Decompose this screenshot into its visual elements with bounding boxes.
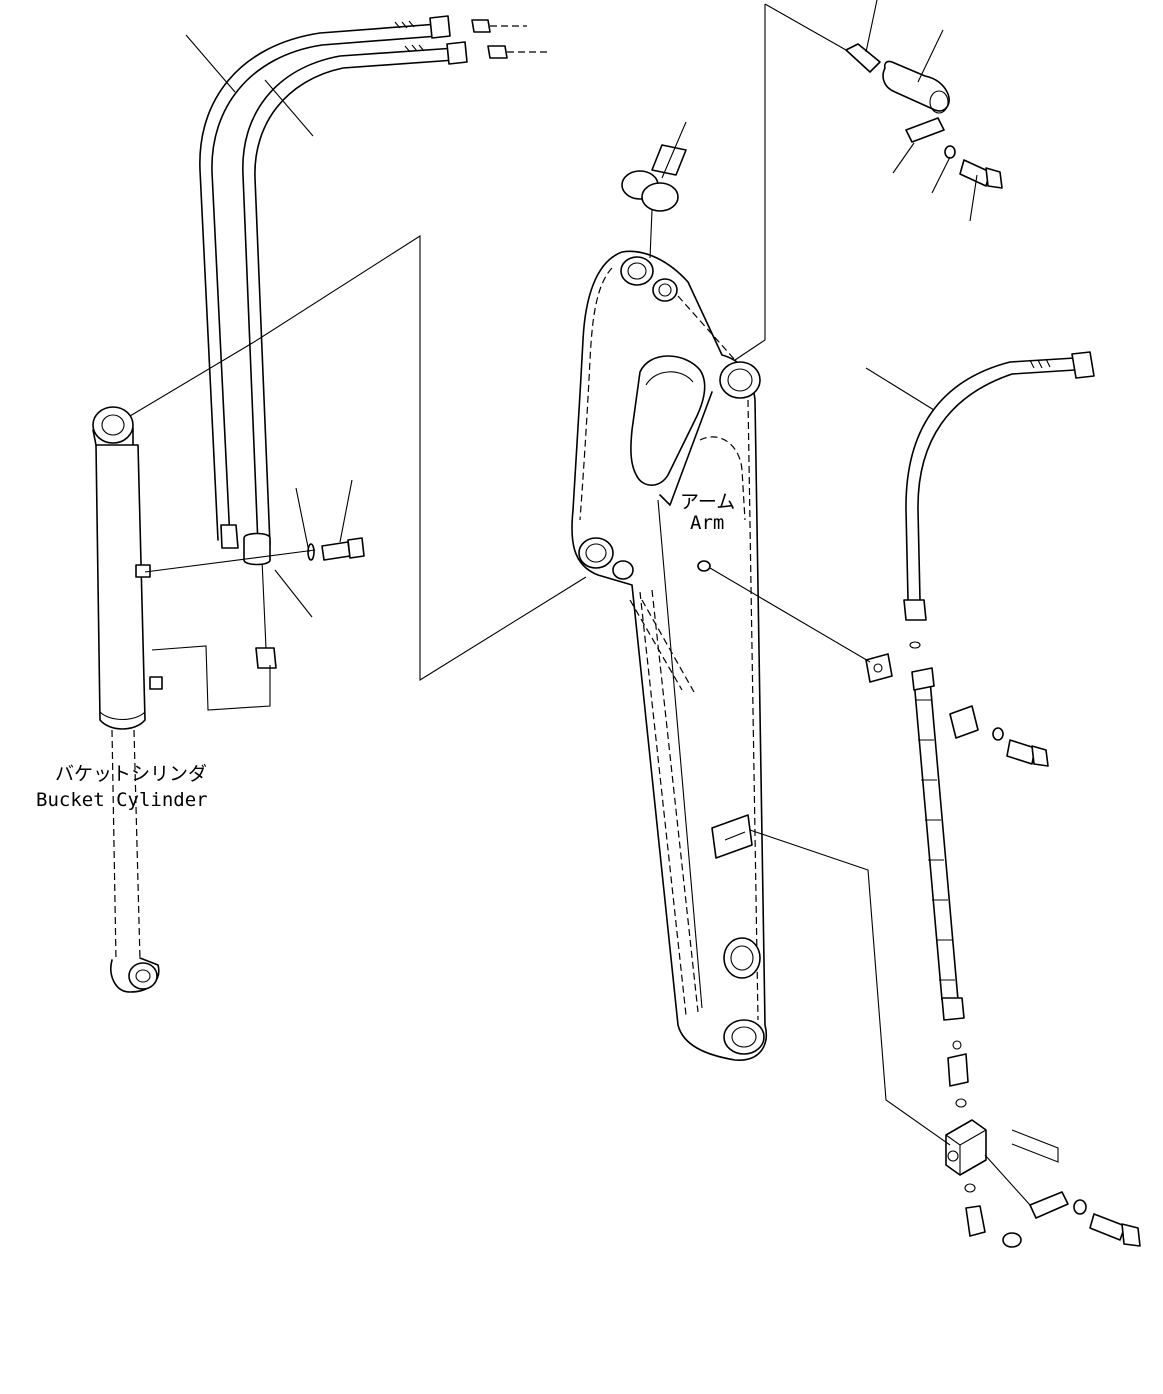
- upper-right-parts: [622, 44, 1002, 211]
- bolt: [960, 160, 990, 186]
- washer: [945, 146, 955, 158]
- hose-end-bottom: [904, 600, 926, 620]
- grease-nipple: [846, 44, 880, 72]
- cylinder-top-eye: [93, 407, 133, 443]
- arm-top-boss: [621, 257, 653, 285]
- arm-upper-boss: [720, 362, 760, 398]
- clamp-bolt: [322, 542, 350, 560]
- lower-bolt: [1090, 1214, 1125, 1240]
- hose-end-top: [1072, 352, 1094, 378]
- elbow-fitting: [948, 1054, 968, 1086]
- lower-plate: [1030, 1192, 1068, 1218]
- pin: [883, 61, 949, 110]
- fitting-lower: [488, 46, 507, 58]
- pipe-clamp-a: [866, 654, 892, 682]
- clamp-bolt-right: [1007, 740, 1035, 764]
- lock-plate: [906, 118, 944, 142]
- arm-cylinder-boss: [579, 538, 613, 568]
- arm-label-jp: アーム: [680, 491, 735, 513]
- lower-elbow: [966, 1206, 985, 1236]
- clamp-washer: [308, 544, 314, 560]
- fitting-upper: [472, 20, 490, 32]
- arm-middle-boss: [724, 938, 760, 978]
- hose-fitting-top-b: [447, 42, 467, 64]
- shim-b: [642, 183, 678, 211]
- bucket-cylinder: バケットシリンダ Bucket Cylinder: [36, 407, 208, 992]
- pipe-fitting-bottom: [942, 998, 964, 1020]
- leader-lines: [130, 0, 1030, 1205]
- pipe-clamp-b: [950, 706, 978, 738]
- cylinder-bottom-eye: [129, 963, 157, 989]
- hose-fitting-top-a: [430, 16, 450, 38]
- cap: [1003, 1233, 1021, 1247]
- arm-bottom-boss: [724, 1020, 764, 1054]
- hose-clamp: [244, 534, 270, 565]
- bucket-hoses: [200, 16, 547, 668]
- bucket-cylinder-label-jp: バケットシリンダ: [55, 763, 207, 785]
- distribution-block: [946, 1120, 986, 1175]
- pipe-fitting-top: [912, 668, 934, 690]
- arm: アーム Arm: [572, 251, 766, 1060]
- bucket-cylinder-label-en: Bucket Cylinder: [36, 789, 208, 811]
- right-hose-assembly: [866, 352, 1140, 1247]
- arm-label-en: Arm: [690, 512, 724, 534]
